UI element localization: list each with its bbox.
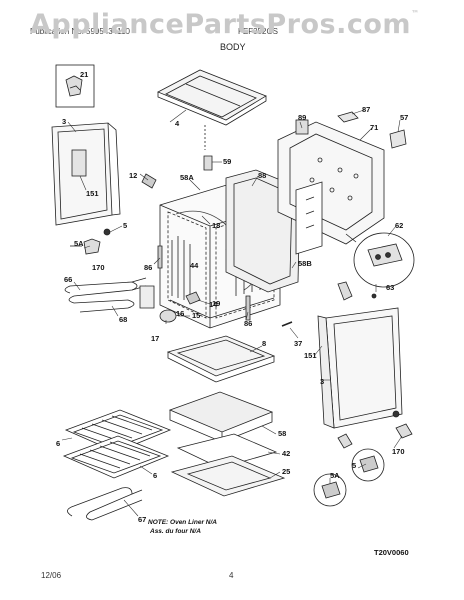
left-side-panel bbox=[51, 122, 121, 226]
label-86-left: 86 bbox=[144, 263, 152, 272]
label-3-left: 3 bbox=[62, 117, 66, 126]
label-3-right: 3 bbox=[320, 377, 324, 386]
label-5a-left: 5A bbox=[74, 239, 84, 248]
lower-right-parts bbox=[313, 410, 413, 507]
watermark-text: AppliancePartsPros.com bbox=[30, 9, 412, 40]
right-side-panel bbox=[317, 307, 403, 429]
label-17: 17 bbox=[151, 334, 159, 343]
label-42: 42 bbox=[282, 449, 290, 458]
label-58: 58 bbox=[278, 429, 286, 438]
section-title: BODY bbox=[220, 42, 246, 52]
label-4: 4 bbox=[175, 119, 180, 128]
label-5-left: 5 bbox=[123, 221, 127, 230]
label-18: 18 bbox=[212, 221, 220, 230]
label-89: 89 bbox=[298, 113, 306, 122]
part-labels: 21 4 3 151 5 5A 170 66 68 12 58A 59 18 8… bbox=[56, 70, 408, 524]
label-66: 66 bbox=[64, 275, 72, 284]
top-panel bbox=[157, 69, 267, 150]
label-62: 62 bbox=[395, 221, 403, 230]
label-58a: 58A bbox=[180, 173, 194, 182]
left-small-parts bbox=[70, 228, 111, 255]
part-21-inset bbox=[55, 64, 95, 108]
label-44: 44 bbox=[190, 261, 199, 270]
label-67: 67 bbox=[138, 515, 146, 524]
publication-number: Publication No. 5995434110 bbox=[30, 27, 130, 36]
footer-page-number: 4 bbox=[229, 571, 234, 580]
broil-element bbox=[67, 487, 143, 521]
label-151-right: 151 bbox=[304, 351, 317, 360]
label-25: 25 bbox=[282, 467, 290, 476]
label-19: 19 bbox=[212, 299, 220, 308]
watermark-trademark: ™ bbox=[411, 9, 420, 18]
label-21: 21 bbox=[80, 70, 88, 79]
label-6-top: 6 bbox=[56, 439, 60, 448]
leader-lines bbox=[61, 109, 403, 517]
label-170-left: 170 bbox=[92, 263, 105, 272]
bake-element bbox=[64, 277, 147, 313]
label-15: 15 bbox=[192, 311, 200, 320]
bottom-insulation bbox=[168, 391, 274, 443]
label-12: 12 bbox=[129, 171, 137, 180]
oven-liner-note: NOTE: Oven Liner N/A Ass. du four N/A bbox=[148, 519, 217, 535]
oven-racks bbox=[62, 409, 172, 479]
label-63: 63 bbox=[386, 283, 394, 292]
label-86-right: 86 bbox=[244, 319, 252, 328]
label-59: 59 bbox=[223, 157, 231, 166]
bottom-plates bbox=[170, 433, 286, 497]
rear-support bbox=[295, 181, 323, 255]
label-57: 57 bbox=[400, 113, 408, 122]
label-87: 87 bbox=[362, 105, 370, 114]
part-62-inset bbox=[345, 232, 415, 288]
model-number: FEF352GS bbox=[238, 27, 279, 36]
center-small-parts bbox=[139, 155, 377, 327]
label-14: 14 bbox=[209, 300, 218, 309]
note-line-2: Ass. du four N/A bbox=[149, 528, 201, 535]
label-58b: 58B bbox=[298, 259, 312, 268]
oven-bottom bbox=[166, 335, 276, 383]
watermark: AppliancePartsPros.com™ bbox=[30, 9, 420, 40]
label-5-right: 5 bbox=[352, 461, 356, 470]
label-88: 88 bbox=[258, 171, 266, 180]
label-37: 37 bbox=[294, 339, 302, 348]
drawing-code: T20V0060 bbox=[374, 548, 409, 557]
label-68: 68 bbox=[119, 315, 127, 324]
label-151-left: 151 bbox=[86, 189, 99, 198]
label-170-right: 170 bbox=[392, 447, 405, 456]
footer-date: 12/06 bbox=[41, 571, 62, 580]
label-8: 8 bbox=[262, 339, 266, 348]
label-71: 71 bbox=[370, 123, 378, 132]
label-6-bottom: 6 bbox=[153, 471, 157, 480]
note-line-1: NOTE: Oven Liner N/A bbox=[148, 519, 217, 526]
label-5a-right: 5A bbox=[330, 471, 340, 480]
label-16: 16 bbox=[176, 309, 184, 318]
